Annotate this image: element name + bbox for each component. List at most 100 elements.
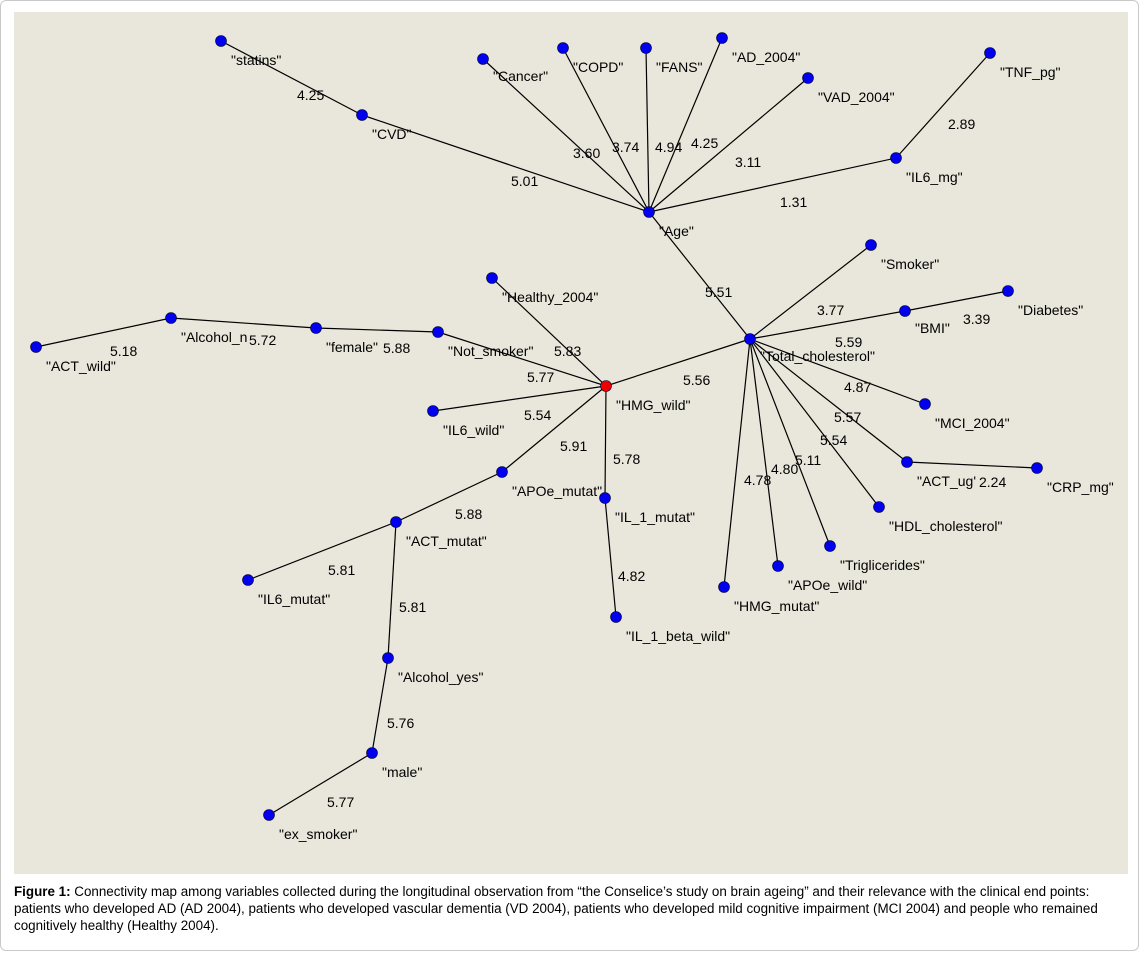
edge-cancer-age	[482, 58, 650, 213]
edge-weight-label: 3.60	[573, 145, 600, 161]
edge-crp-mg-act-ug	[906, 461, 1038, 469]
node-triglicerides	[824, 540, 836, 552]
node-male	[366, 747, 378, 759]
connectivity-map-panel	[14, 12, 1128, 874]
edge-total-cholesterol-hmg-wild	[605, 338, 751, 387]
node-hmg-mutat	[718, 581, 730, 593]
node-label-ad-2004: "AD_2004"	[732, 49, 800, 65]
edge-weight-label: 5.91	[560, 438, 587, 454]
edge-not-smoker-hmg-wild	[437, 331, 607, 387]
edge-healthy-2004-hmg-wild	[491, 277, 607, 387]
node-statins	[215, 35, 227, 47]
node-hmg-wild	[600, 380, 612, 392]
node-tnf-pg	[984, 47, 996, 59]
edges-layer	[35, 37, 1038, 816]
edge-weight-label: 5.88	[455, 506, 482, 522]
node-il6-mutat	[242, 574, 254, 586]
node-cvd	[356, 109, 368, 121]
edge-vad-2004-age	[648, 77, 809, 213]
node-total-cholesterol	[744, 333, 756, 345]
edge-ad-2004-age	[648, 37, 723, 213]
node-female	[310, 322, 322, 334]
node-label-act-mutat: "ACT_mutat"	[406, 533, 487, 549]
node-smoker	[865, 239, 877, 251]
node-label-act-wild: "ACT_wild"	[46, 358, 116, 374]
edge-weight-label: 5.59	[835, 334, 862, 350]
edge-weight-label: 3.11	[735, 154, 761, 170]
node-act-mutat	[390, 516, 402, 528]
edge-weight-label: 5.77	[527, 369, 554, 385]
node-diabetes	[1002, 285, 1014, 297]
node-alcohol-no	[165, 312, 177, 324]
node-label-il6-wild: "IL6_wild"	[443, 422, 504, 438]
edge-apoe-mutat-hmg-wild	[501, 385, 607, 473]
node-ad-2004	[716, 32, 728, 44]
edge-weight-label: 5.51	[705, 284, 732, 300]
node-label-hdl-cholesterol: "HDL_cholesterol"	[889, 518, 1002, 534]
node-label-il6-mutat: "IL6_mutat"	[258, 591, 330, 607]
edge-statins-cvd	[220, 40, 363, 116]
node-label-bmi: "BMI"	[915, 320, 950, 336]
node-label-apoe-wild: "APOe_wild"	[788, 577, 867, 593]
edge-weight-label: 5.57	[834, 409, 861, 425]
edge-weight-label: 5.78	[613, 451, 640, 467]
edge-alcohol-yes-act-mutat	[387, 521, 397, 659]
node-fans	[640, 42, 652, 54]
node-label-crp-mg: "CRP_mg"	[1047, 479, 1114, 495]
node-age	[643, 206, 655, 218]
node-label-male: "male"	[382, 764, 422, 780]
edge-il-1-mutat-hmg-wild	[604, 385, 607, 499]
edge-weight-label: 5.54	[524, 407, 551, 423]
node-cancer	[477, 53, 489, 65]
node-alcohol-yes	[382, 652, 394, 664]
node-label-vad-2004: "VAD_2004"	[818, 89, 895, 105]
edge-weight-label: 1.31	[780, 194, 807, 210]
caption-label: Figure 1:	[14, 884, 71, 899]
edge-age-total-cholesterol	[648, 211, 751, 340]
edge-weight-label: 2.89	[948, 116, 975, 132]
node-label-hmg-wild: "HMG_wild"	[616, 397, 691, 413]
edge-copd-age	[562, 47, 650, 213]
node-crp-mg	[1031, 462, 1043, 474]
node-label-hmg-mutat: "HMG_mutat"	[734, 598, 819, 614]
edge-weight-label: 5.54	[820, 432, 847, 448]
edge-bmi-total-cholesterol	[749, 310, 906, 340]
edge-act-wild-alcohol-no	[35, 317, 172, 348]
node-apoe-mutat	[496, 466, 508, 478]
node-healthy-2004	[486, 272, 498, 284]
edge-weight-label: 4.82	[618, 568, 645, 584]
edge-weight-label: 5.01	[511, 173, 538, 189]
node-label-alcohol-yes: "Alcohol_yes"	[398, 669, 483, 685]
node-label-copd: "COPD"	[573, 59, 623, 75]
node-hdl-cholesterol	[873, 501, 885, 513]
node-il6-mg	[890, 152, 902, 164]
node-label-il-1-beta-wild: "IL_1_beta_wild"	[626, 628, 730, 644]
node-label-total-cholesterol: "Total_cholesterol"	[760, 348, 875, 364]
edge-il6-mg-age	[648, 157, 897, 213]
edge-il6-mutat-act-mutat	[247, 521, 397, 581]
edge-weight-label: 5.56	[683, 372, 710, 388]
edge-weight-label: 5.76	[387, 715, 414, 731]
edge-weight-label: 5.18	[110, 343, 137, 359]
node-copd	[557, 42, 569, 54]
edge-weight-label: 5.88	[383, 340, 410, 356]
edge-weight-label: 4.80	[771, 461, 798, 477]
node-label-statins: "statins"	[231, 52, 281, 68]
edge-hmg-mutat-total-cholesterol	[723, 338, 751, 588]
node-il-1-beta-wild	[610, 611, 622, 623]
node-label-diabetes: "Diabetes"	[1018, 302, 1083, 318]
node-label-age: "Age"	[659, 223, 694, 239]
edge-tnf-pg-il6-mg	[895, 52, 991, 159]
edge-mci-2004-total-cholesterol	[749, 338, 926, 405]
node-not-smoker	[432, 326, 444, 338]
edge-weight-label: 4.94	[655, 139, 682, 155]
node-apoe-wild	[772, 560, 784, 572]
node-label-fans: "FANS"	[656, 59, 703, 75]
node-mci-2004	[919, 398, 931, 410]
node-label-apoe-mutat: "APOe_mutat"	[512, 483, 602, 499]
figure-caption: Figure 1: Connectivity map among variabl…	[14, 883, 1124, 934]
edge-weight-label: 4.25	[691, 135, 718, 151]
edge-il-1-beta-wild-il-1-mutat	[604, 497, 617, 618]
